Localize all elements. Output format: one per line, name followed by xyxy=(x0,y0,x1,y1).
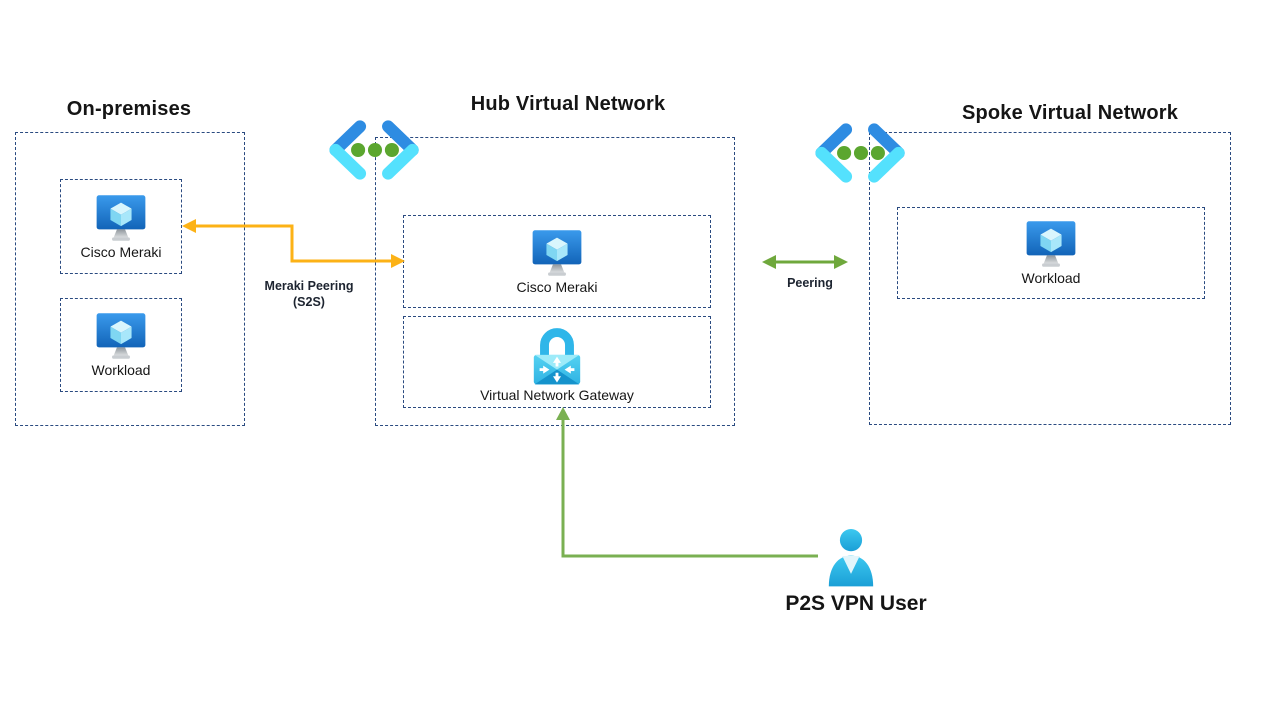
vpn-gateway-lock-icon xyxy=(531,321,583,387)
spoke-virtual-network-icon xyxy=(812,122,910,184)
node-label-spoke-workload: Workload xyxy=(1021,270,1081,286)
spoke-group-box xyxy=(869,132,1231,425)
node-label-virtual-network-gateway: Virtual Network Gateway xyxy=(480,387,634,403)
node-spoke-workload: Workload xyxy=(897,207,1205,299)
node-label-onprem-cisco-meraki: Cisco Meraki xyxy=(80,243,162,260)
hub-group-box xyxy=(375,137,735,426)
peering-label: Peering xyxy=(787,276,833,290)
peering-arrow xyxy=(762,255,848,269)
p2s-vpn-arrow xyxy=(556,407,818,558)
vm-monitor-icon xyxy=(95,194,147,242)
node-onprem-workload: Workload xyxy=(60,298,182,392)
node-onprem-cisco-meraki: Cisco Meraki xyxy=(60,179,182,274)
spoke-group-title: Spoke Virtual Network xyxy=(961,102,1179,124)
meraki-peering-label: Meraki Peering (S2S) xyxy=(229,278,389,310)
node-label-hub-cisco-meraki: Cisco Meraki xyxy=(516,278,598,295)
person-user-icon xyxy=(824,527,878,588)
node-label-onprem-workload: Workload xyxy=(91,362,151,378)
onprem-group-title: On-premises xyxy=(66,98,192,120)
vm-monitor-icon xyxy=(1025,220,1077,268)
node-hub-cisco-meraki: Cisco Meraki xyxy=(403,215,711,308)
meraki-peering-label-line1: Meraki Peering xyxy=(264,279,354,293)
vm-monitor-icon xyxy=(95,312,147,360)
meraki-peering-label-line2: (S2S) xyxy=(293,295,325,309)
onprem-group-box xyxy=(15,132,245,426)
node-virtual-network-gateway: Virtual Network Gateway xyxy=(403,316,711,408)
vm-monitor-icon xyxy=(531,229,583,277)
hub-virtual-network-icon xyxy=(325,119,425,181)
p2s-vpn-user-label: P2S VPN User xyxy=(785,592,927,615)
hub-group-title: Hub Virtual Network xyxy=(470,93,666,115)
